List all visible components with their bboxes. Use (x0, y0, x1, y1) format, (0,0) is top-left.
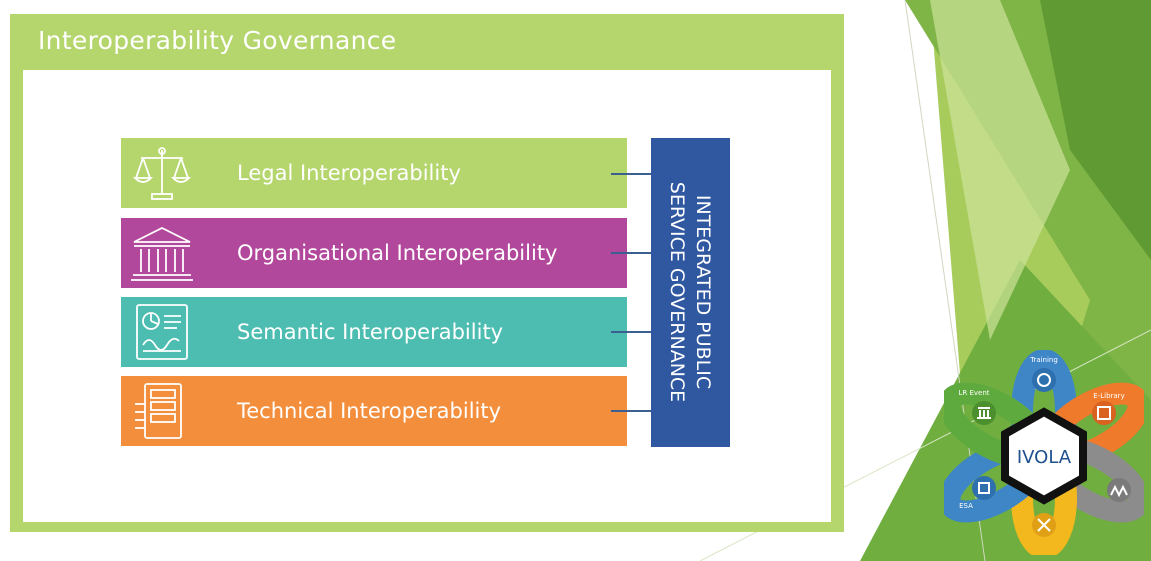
layer-organisational-label: Organisational Interoperability (237, 241, 558, 265)
frame-title: Interoperability Governance (38, 26, 397, 55)
logo-segment-lr-event: LR Event (958, 389, 989, 397)
data-document-icon (129, 299, 195, 365)
connector-organisational (611, 252, 651, 254)
esa-icon (972, 476, 996, 500)
layer-legal-label: Legal Interoperability (237, 161, 461, 185)
connector-semantic (611, 331, 651, 333)
layer-technical: Technical Interoperability (121, 376, 627, 446)
layer-organisational: Organisational Interoperability (121, 218, 627, 288)
integrated-governance-label: INTEGRATED PUBLIC SERVICE GOVERNANCE (655, 142, 725, 442)
logo-segment-esa: ESA (959, 502, 973, 510)
logo-center-text: IVOLA (1017, 447, 1072, 468)
scales-icon (129, 140, 195, 206)
governance-line-1: INTEGRATED PUBLIC (692, 194, 714, 390)
integrated-governance-box (651, 138, 730, 447)
server-stack-icon (129, 378, 195, 444)
connector-legal (611, 173, 651, 175)
governance-line-2: SERVICE GOVERNANCE (666, 181, 688, 403)
layer-technical-label: Technical Interoperability (237, 399, 502, 423)
hierarchy-icon (1107, 478, 1131, 502)
layer-semantic-label: Semantic Interoperability (237, 320, 504, 344)
institution-building-icon (129, 220, 195, 286)
logo-segment-elibrary: E-Library (1093, 392, 1124, 400)
connector-technical (611, 410, 651, 412)
layer-semantic: Semantic Interoperability (121, 297, 627, 367)
library-icon (1092, 401, 1116, 425)
training-icon (1032, 368, 1056, 392)
governance-icon (1032, 513, 1056, 537)
event-icon (972, 401, 996, 425)
logo-segment-training: Training (1029, 356, 1058, 364)
layer-legal: Legal Interoperability (121, 138, 627, 208)
ivola-logo: IVOLA Training E-Library LR Event ESA (944, 350, 1144, 555)
